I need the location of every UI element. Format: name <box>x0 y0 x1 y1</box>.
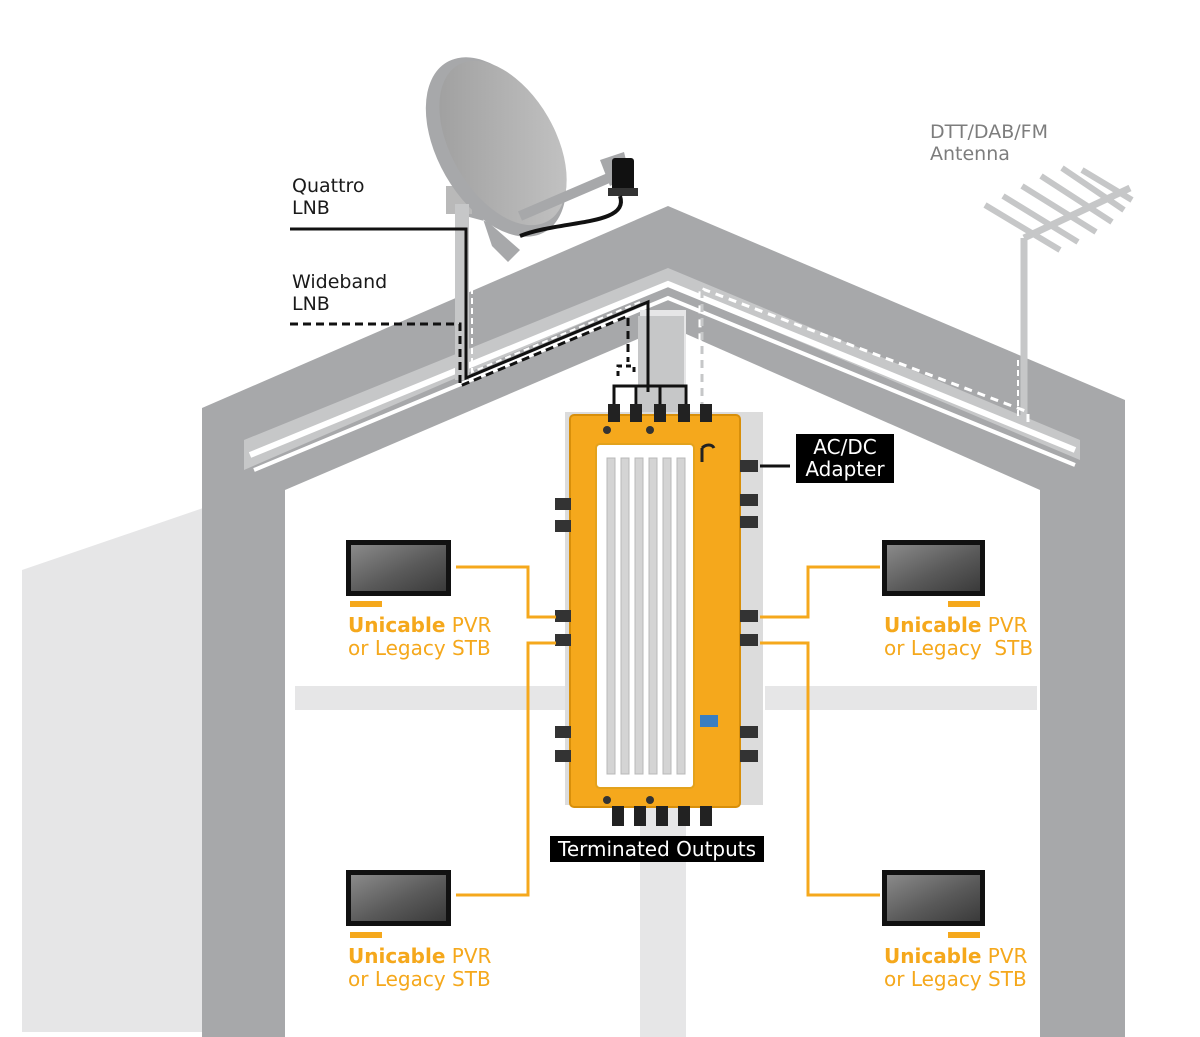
roof-stripe <box>248 280 1077 458</box>
device-brand: Unicable <box>348 613 446 637</box>
quattro-lnb-label: Quattro LNB <box>292 175 365 220</box>
device-brand: Unicable <box>884 613 982 637</box>
antenna-label-line1: DTT/DAB/FM <box>930 121 1048 143</box>
device-label-bottom-right: Unicable PVR or Legacy STB <box>884 945 1027 991</box>
quattro-cable <box>290 227 650 392</box>
adapter-tag-line2: Adapter <box>805 457 885 482</box>
lnb-icon <box>519 158 638 238</box>
wideband-label-line2: LNB <box>292 292 330 315</box>
quattro-cable <box>471 228 641 374</box>
device-label-top-left: Unicable PVR or Legacy STB <box>348 614 491 660</box>
antenna-label-line2: Antenna <box>930 142 1010 165</box>
quattro-label-line2: LNB <box>292 196 330 219</box>
device-line2: or Legacy STB <box>884 967 1027 991</box>
antenna-cable <box>698 285 1030 422</box>
floor-left <box>295 686 568 710</box>
switch-input-bus <box>612 384 688 408</box>
wideband-cable-split <box>616 364 636 376</box>
device-type: PVR <box>451 613 492 637</box>
antenna-label: DTT/DAB/FM Antenna <box>930 121 1048 166</box>
floor-right <box>765 686 1037 710</box>
device-type: PVR <box>987 613 1028 637</box>
device-brand: Unicable <box>884 944 982 968</box>
device-brand: Unicable <box>348 944 446 968</box>
tv-icon <box>346 540 451 607</box>
device-label-top-right: Unicable PVR or Legacy STB <box>884 614 1033 660</box>
tv-icon <box>346 870 451 938</box>
device-type: PVR <box>987 944 1028 968</box>
device-line2: or Legacy STB <box>884 636 1034 660</box>
tv-icon <box>882 870 985 938</box>
wideband-cable <box>290 313 630 389</box>
outputs-tag: Terminated Outputs <box>550 836 765 863</box>
multiswitch-icon <box>555 404 763 826</box>
device-type: PVR <box>451 944 492 968</box>
adapter-tag: AC/DC Adapter <box>796 434 894 483</box>
output-cables <box>456 565 880 897</box>
tv-icon <box>882 540 985 607</box>
device-label-bottom-left: Unicable PVR or Legacy STB <box>348 945 491 991</box>
roof-stripe <box>253 295 1076 472</box>
device-line2: or Legacy STB <box>348 636 491 660</box>
adapter-tag-line1: AC/DC <box>813 435 877 459</box>
quattro-label-line1: Quattro <box>292 175 365 197</box>
device-line2: or Legacy STB <box>348 967 491 991</box>
yagi-antenna-icon <box>983 165 1134 420</box>
wideband-label-line1: Wideband <box>292 271 388 293</box>
wideband-lnb-label: Wideband LNB <box>292 271 388 316</box>
